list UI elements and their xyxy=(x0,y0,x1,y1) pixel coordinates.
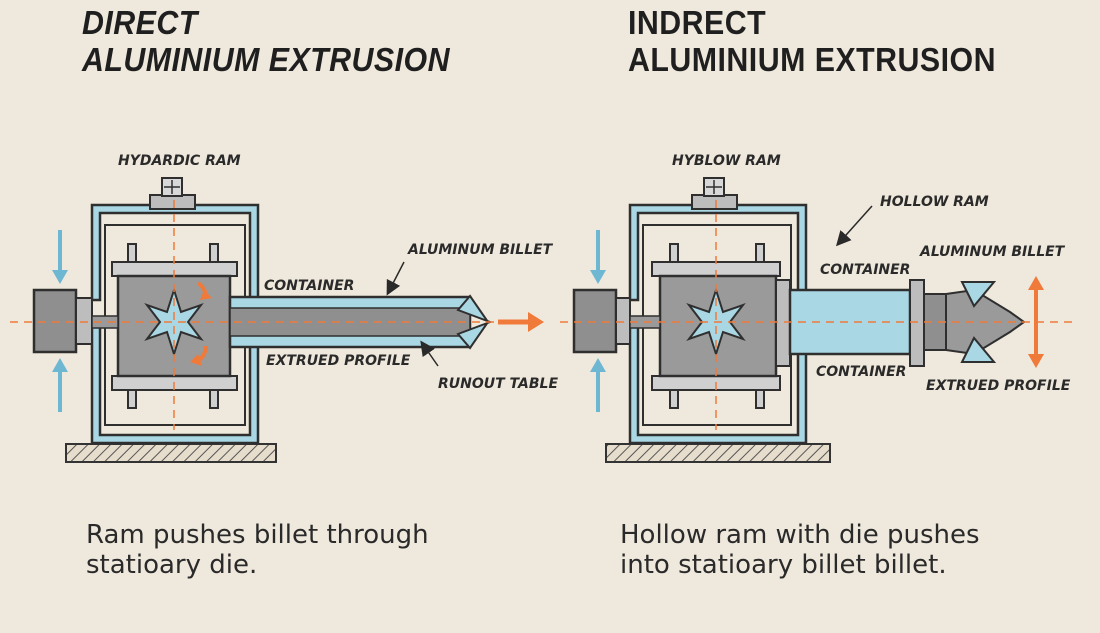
indirect-upper-fin xyxy=(960,281,997,308)
indirect-title-line2: ALUMINIUM EXTRUSION xyxy=(628,41,996,78)
direct-label-ram: HYDARDIC RAM xyxy=(118,153,241,169)
direct-label-extruded-profile: EXTRUED PROFILE xyxy=(266,353,411,369)
direct-press-arrows xyxy=(52,230,68,412)
direct-bolts xyxy=(127,243,219,409)
indirect-hollow-ram-flange xyxy=(775,279,791,367)
direct-extrusion-title: DIRECT ALUMINIUM EXTRUSION xyxy=(82,4,450,78)
indirect-extrusion-title: INDRECT ALUMINIUM EXTRUSION xyxy=(628,4,996,78)
indirect-caption: Hollow ram with die pushes into statioar… xyxy=(620,520,980,580)
indirect-press-arrows xyxy=(590,230,606,412)
indirect-press-frame xyxy=(628,203,808,445)
direct-extrusion-diagram: HYDARDIC RAM CONTAINER ALUMINUM BILLET E… xyxy=(10,153,558,463)
direct-ground-base xyxy=(65,443,277,463)
indirect-ram-neck xyxy=(615,297,631,345)
direct-label-container: CONTAINER xyxy=(264,278,354,294)
indirect-title-line1: INDRECT xyxy=(628,4,767,41)
indirect-label-container-bottom: CONTAINER xyxy=(816,364,906,380)
indirect-hollow-ram-tube xyxy=(788,288,912,356)
indirect-label-hollow-ram: HOLLOW RAM xyxy=(880,194,989,210)
indirect-extrusion-diagram: HYBLOW RAM HOLLOW RAM ALUMINUM BILLET CO… xyxy=(560,153,1072,463)
direct-hydraulic-ram-body xyxy=(32,288,78,354)
indirect-ground-base xyxy=(605,443,831,463)
indirect-ram-body xyxy=(572,288,618,354)
direct-caption: Ram pushes billet through statioary die. xyxy=(86,520,429,580)
indirect-label-ram: HYBLOW RAM xyxy=(672,153,781,169)
direct-label-billet: ALUMINUM BILLET xyxy=(407,242,554,258)
direct-title-line1: DIRECT xyxy=(82,4,198,41)
indirect-lower-fin xyxy=(960,336,997,363)
direct-title-line2: ALUMINIUM EXTRUSION xyxy=(82,41,450,78)
indirect-bolts xyxy=(669,243,765,409)
indirect-label-billet: ALUMINUM BILLET xyxy=(919,244,1066,260)
direct-press-frame xyxy=(90,203,260,445)
direct-ram-neck xyxy=(75,297,93,345)
indirect-ram-cap xyxy=(691,194,738,210)
indirect-label-container-top: CONTAINER xyxy=(820,262,910,278)
indirect-label-extruded-profile: EXTRUED PROFILE xyxy=(926,378,1071,394)
direct-label-runout-table: RUNOUT TABLE xyxy=(438,376,558,392)
direct-ram-cap xyxy=(149,194,196,210)
direct-ram-rod xyxy=(91,315,119,329)
indirect-container-flange xyxy=(909,279,925,367)
